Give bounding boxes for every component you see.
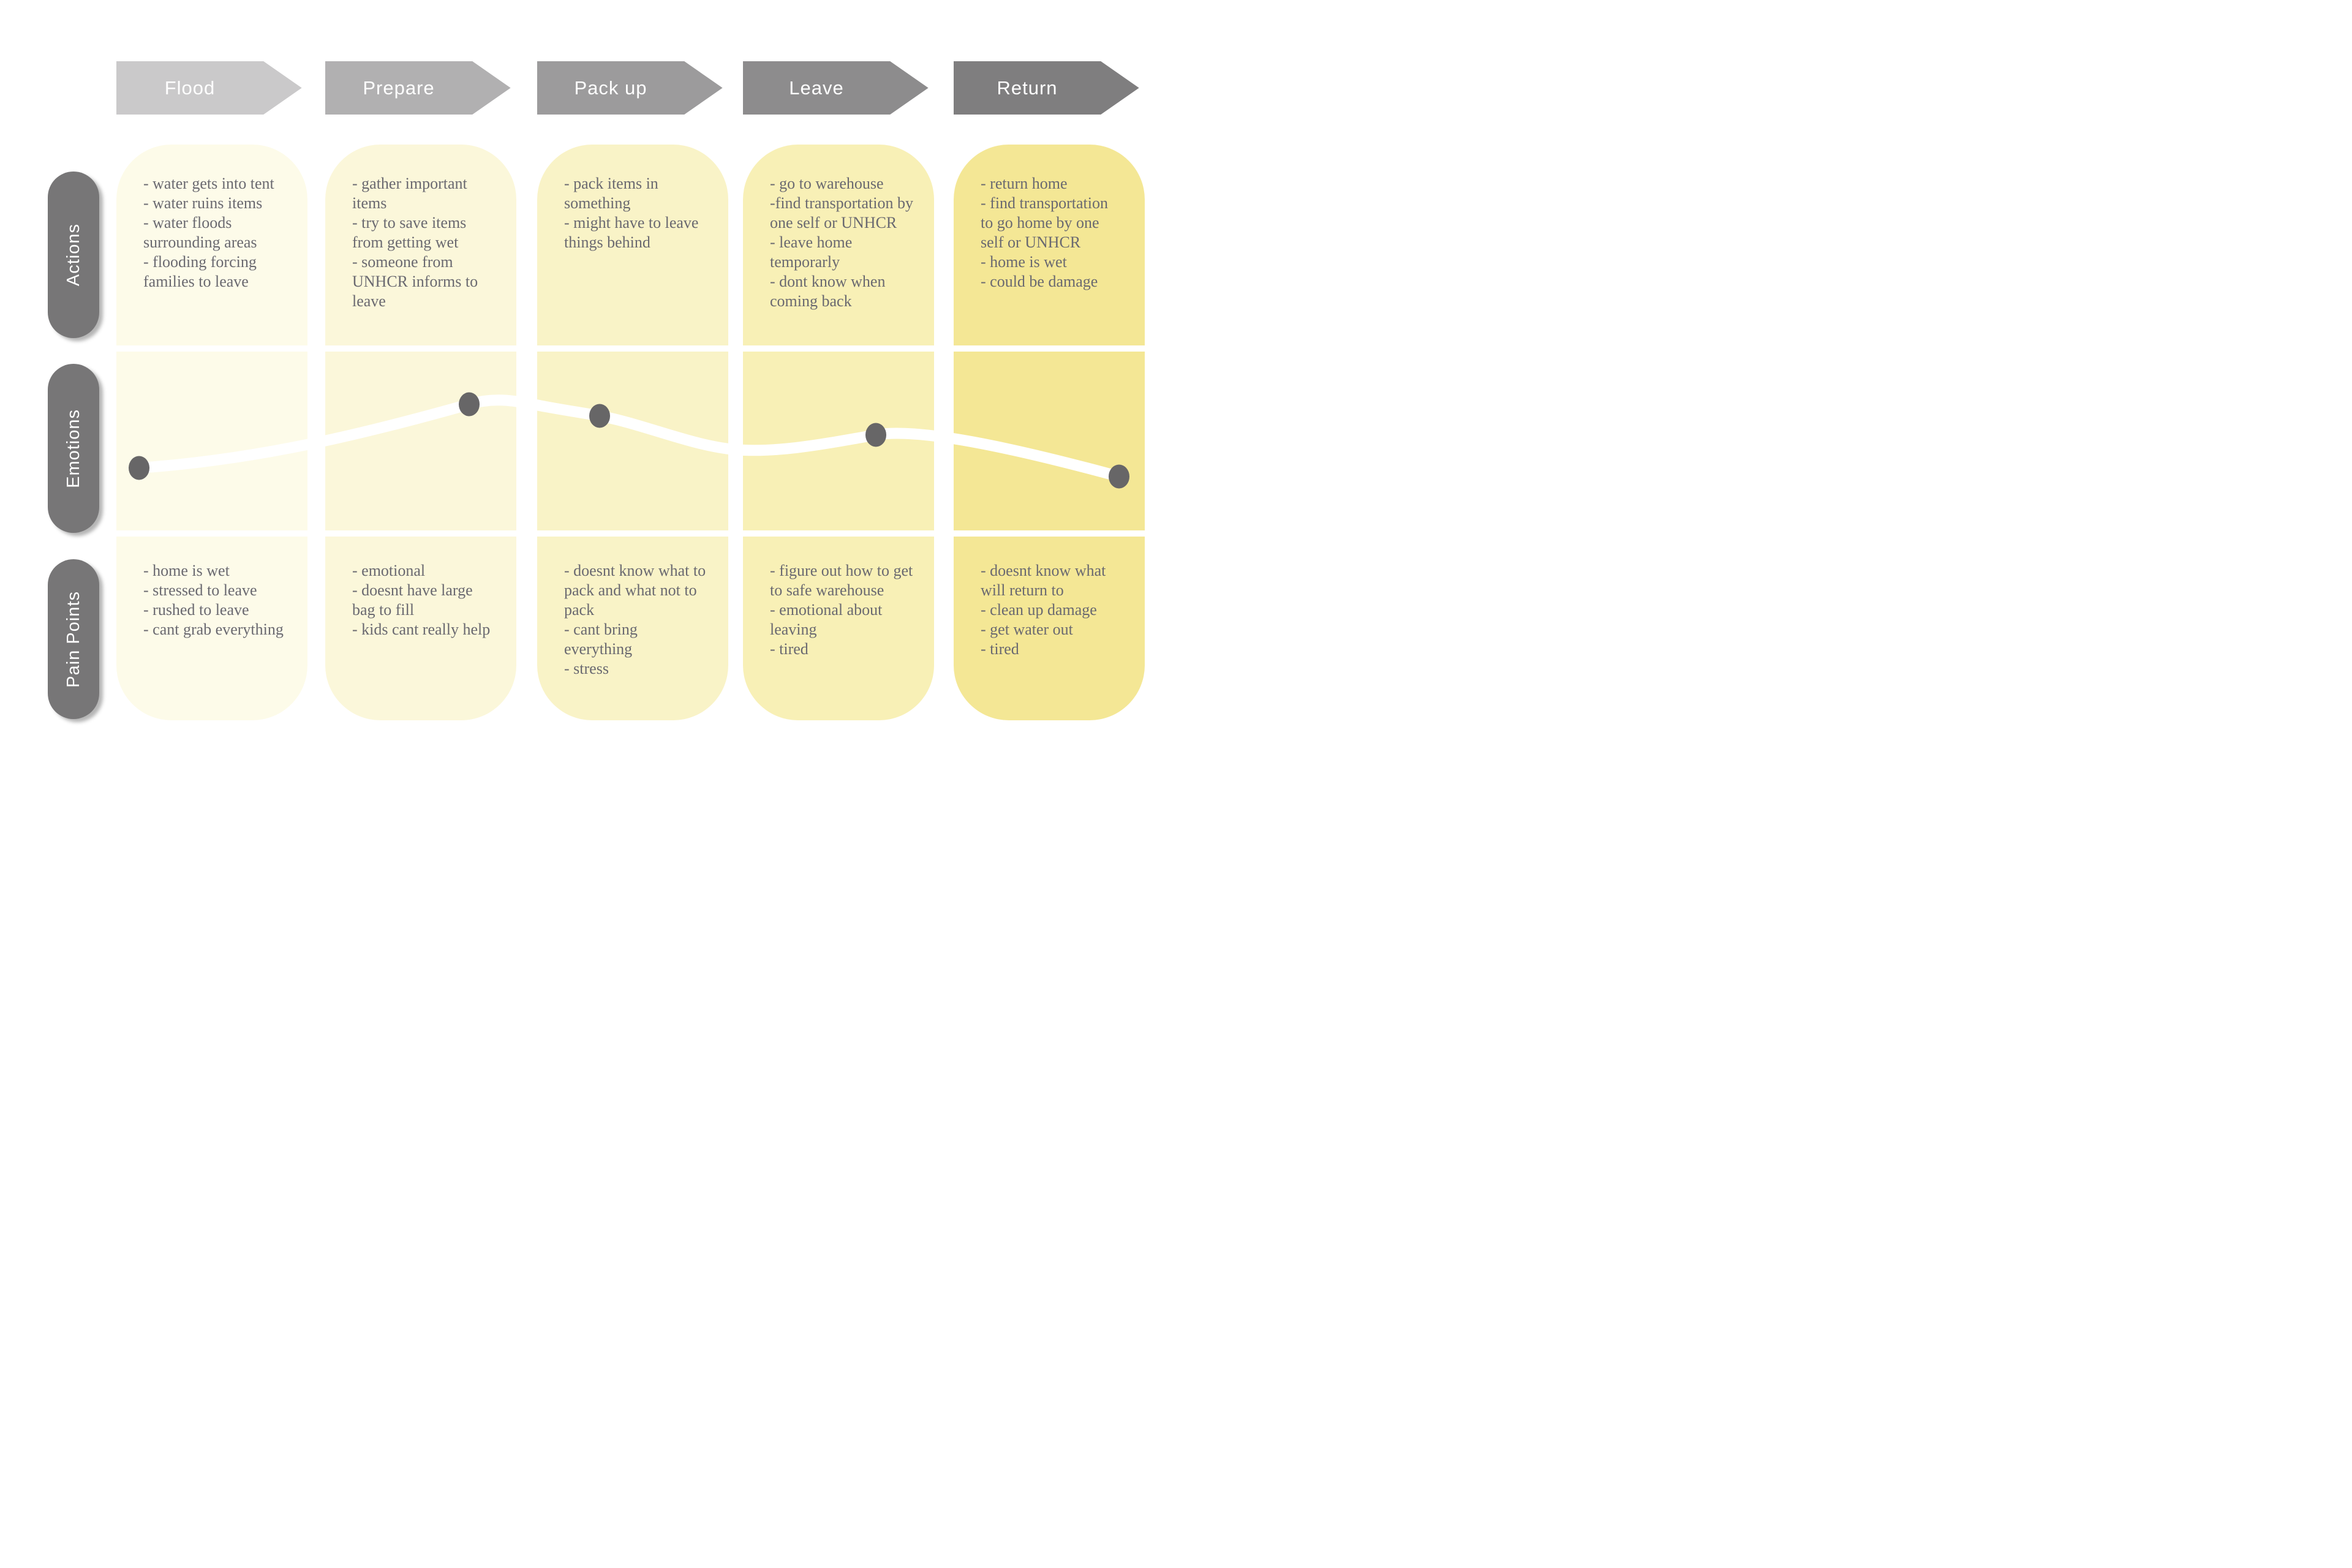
cell-pain-prepare: - emotional - doesnt have large bag to f… [325, 537, 516, 720]
cell-actions-return: - return home - find transportation to g… [954, 145, 1145, 345]
journey-map: Flood Prepare Pack up Leave Return Actio… [0, 0, 1176, 784]
pain-item: - doesnt know what will return to [981, 562, 1106, 599]
action-item: - gather important items [352, 175, 467, 212]
action-item: - water floods surrounding areas [143, 214, 257, 251]
cell-emotions-prepare [325, 352, 516, 530]
stage-arrow-prepare: Prepare [325, 61, 511, 115]
pain-item: - stressed to leave [143, 581, 257, 599]
pain-item: - tired [981, 640, 1019, 658]
action-item: - dont know when coming back [770, 273, 886, 310]
stage-arrow-flood: Flood [116, 61, 302, 115]
action-item: - try to save items from getting wet [352, 214, 467, 251]
action-item: - water gets into tent [143, 175, 274, 192]
action-item: - go to warehouse [770, 175, 884, 192]
row-pill-actions: Actions [48, 172, 99, 338]
cell-pain-return: - doesnt know what will return to - clea… [954, 537, 1145, 720]
row-pill-pain-points: Pain Points [48, 559, 99, 719]
action-item: - leave home temporarly [770, 233, 853, 271]
stage-arrow-leave: Leave [743, 61, 929, 115]
cell-pain-pack-up: - doesnt know what to pack and what not … [537, 537, 728, 720]
action-item: - could be damage [981, 273, 1098, 290]
cell-pain-flood: - home is wet - stressed to leave - rush… [116, 537, 307, 720]
row-pill-emotions: Emotions [48, 364, 99, 533]
action-item: - someone from UNHCR informs to leave [352, 253, 478, 310]
action-item: - return home [981, 175, 1068, 192]
row-label-actions: Actions [63, 223, 83, 287]
pain-item: - stress [564, 660, 609, 677]
pain-item: - kids cant really help [352, 620, 491, 638]
action-item: - might have to leave things behind [564, 214, 699, 251]
stage-arrow-return: Return [954, 61, 1139, 115]
pain-item: - emotional about leaving [770, 601, 883, 638]
stage-label-flood: Flood [164, 77, 216, 99]
pain-item: - figure out how to get to safe warehous… [770, 562, 913, 599]
action-item: -find transportation by one self or UNHC… [770, 194, 913, 232]
cell-pain-leave: - figure out how to get to safe warehous… [743, 537, 934, 720]
pain-item: - tired [770, 640, 809, 658]
stage-label-prepare: Prepare [363, 77, 435, 99]
row-label-pain-points: Pain Points [63, 590, 83, 688]
action-item: - flooding forcing families to leave [143, 253, 257, 290]
cell-emotions-pack-up [537, 352, 728, 530]
pain-item: - cant grab everything [143, 620, 284, 638]
stage-label-leave: Leave [789, 77, 844, 99]
cell-actions-leave: - go to warehouse -find transportation b… [743, 145, 934, 345]
cell-actions-pack-up: - pack items in something - might have t… [537, 145, 728, 345]
action-item: - find transportation to go home by one … [981, 194, 1108, 251]
pain-item: - get water out [981, 620, 1073, 638]
cell-emotions-leave [743, 352, 934, 530]
action-item: - water ruins items [143, 194, 263, 212]
action-item: - pack items in something [564, 175, 658, 212]
stage-label-pack-up: Pack up [574, 77, 647, 99]
cell-actions-prepare: - gather important items - try to save i… [325, 145, 516, 345]
stage-label-return: Return [997, 77, 1058, 99]
pain-item: - rushed to leave [143, 601, 249, 619]
row-label-emotions: Emotions [63, 409, 83, 488]
pain-item: - home is wet [143, 562, 230, 579]
pain-item: - emotional [352, 562, 426, 579]
cell-emotions-flood [116, 352, 307, 530]
pain-item: - doesnt know what to pack and what not … [564, 562, 706, 619]
pain-item: - clean up damage [981, 601, 1097, 619]
cell-emotions-return [954, 352, 1145, 530]
pain-item: - cant bring everything [564, 620, 638, 658]
stage-arrow-pack-up: Pack up [537, 61, 723, 115]
pain-item: - doesnt have large bag to fill [352, 581, 473, 619]
cell-actions-flood: - water gets into tent - water ruins ite… [116, 145, 307, 345]
action-item: - home is wet [981, 253, 1067, 271]
